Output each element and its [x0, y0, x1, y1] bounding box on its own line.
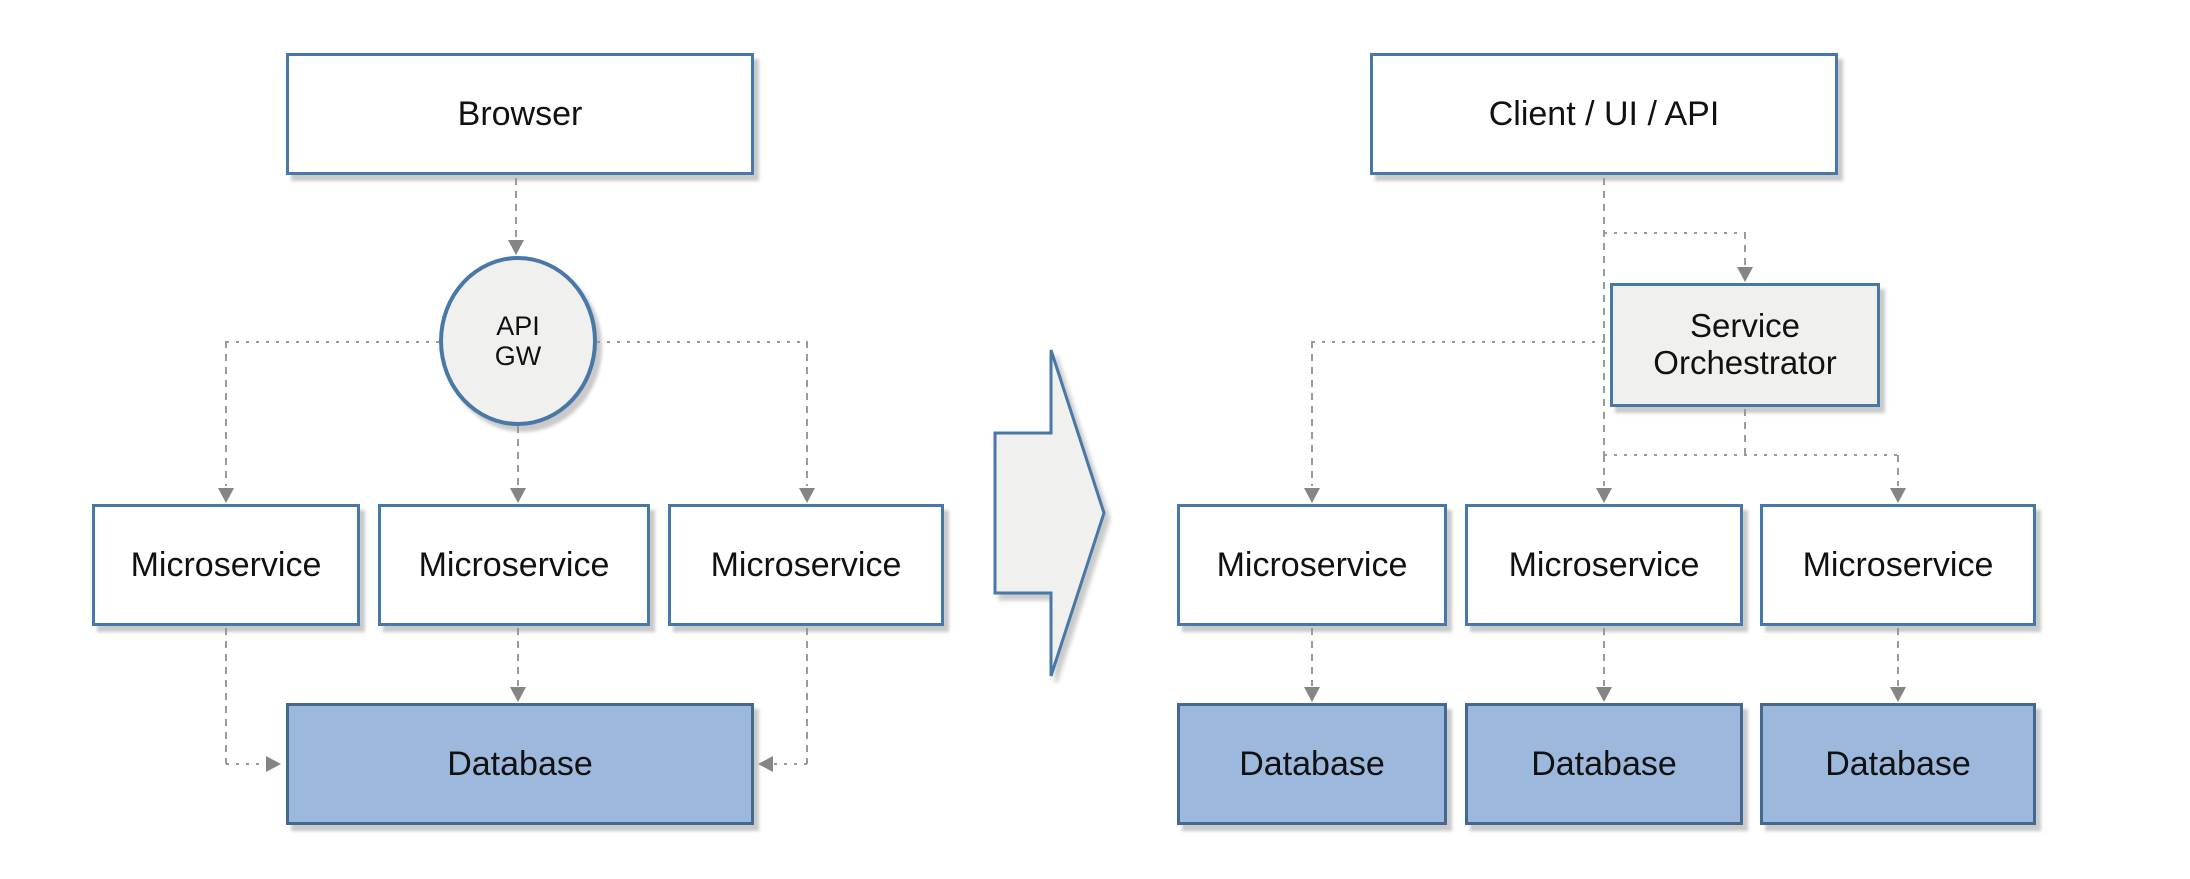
connector-ms3-to-database-elbow	[774, 763, 808, 765]
right-database-3-node: Database	[1760, 703, 2036, 825]
right-database-3-label: Database	[1825, 744, 1971, 783]
right-database-1-node: Database	[1177, 703, 1447, 825]
connector-ms2-to-database	[517, 628, 519, 686]
arrowhead-into-db1	[1304, 687, 1320, 702]
connector-client-to-orchestrator	[1604, 232, 1745, 234]
connector-client-down	[1603, 178, 1605, 455]
arrowhead-into-gateway	[508, 240, 524, 255]
connector-gateway-right-branch	[597, 341, 808, 343]
arrowhead-into-right-microservice-2	[1596, 488, 1612, 503]
service-orchestrator-node: Service Orchestrator	[1610, 283, 1880, 407]
client-label: Client / UI / API	[1488, 94, 1720, 133]
transformation-arrow	[993, 349, 1106, 677]
connector-orchestrator-bottom-branch	[1604, 454, 1898, 456]
orchestrator-line2: Orchestrator	[1653, 344, 1837, 381]
client-node: Client / UI / API	[1370, 53, 1838, 175]
right-microservice-2-label: Microservice	[1508, 545, 1700, 584]
shared-database-node: Database	[286, 703, 754, 825]
left-microservice-2-node: Microservice	[378, 504, 650, 626]
connector-ms3-to-database	[806, 628, 808, 764]
arrowhead-into-right-microservice-1	[1304, 488, 1320, 503]
right-database-2-node: Database	[1465, 703, 1743, 825]
right-database-1-label: Database	[1239, 744, 1385, 783]
arrowhead-into-microservice-1	[218, 488, 234, 503]
connector-to-microservice-3	[806, 341, 808, 486]
left-microservice-1-label: Microservice	[130, 545, 322, 584]
arrowhead-into-database-right	[758, 756, 773, 772]
arrowhead-into-right-microservice-3	[1890, 488, 1906, 503]
connector-ms1-to-database	[225, 628, 227, 764]
api-gateway-node: API GW	[439, 256, 597, 426]
arrowhead-into-microservice-3	[799, 488, 815, 503]
arrowhead-into-microservice-2	[510, 488, 526, 503]
api-gateway-line1: API	[496, 310, 540, 341]
connector-gateway-left-branch	[226, 341, 439, 343]
connector-rms1-to-db1	[1311, 628, 1313, 686]
connector-into-orchestrator	[1744, 232, 1746, 268]
transformation-arrow-shape	[993, 349, 1106, 677]
connector-ms1-to-database-elbow	[226, 763, 266, 765]
connector-rms2-to-db2	[1603, 628, 1605, 686]
right-microservice-2-node: Microservice	[1465, 504, 1743, 626]
arrowhead-into-orchestrator	[1737, 267, 1753, 282]
connector-browser-to-gateway	[515, 178, 517, 238]
arrowhead-into-database-top	[510, 687, 526, 702]
connector-orchestrator-left-branch	[1312, 341, 1608, 343]
right-microservice-1-node: Microservice	[1177, 504, 1447, 626]
connector-to-microservice-2	[517, 426, 519, 486]
connector-orchestrator-down	[1744, 409, 1746, 455]
connector-rms3-to-db3	[1897, 628, 1899, 686]
connector-to-microservice-1	[225, 341, 227, 486]
api-gateway-line2: GW	[494, 341, 542, 371]
right-microservice-3-node: Microservice	[1760, 504, 2036, 626]
connector-to-right-microservice-2	[1603, 455, 1605, 486]
api-gateway-label: API GW	[495, 311, 542, 371]
connector-to-right-microservice-3	[1897, 455, 1899, 486]
orchestrator-line1: Service	[1689, 307, 1801, 345]
arrowhead-into-database-left	[266, 756, 281, 772]
service-orchestrator-label: Service Orchestrator	[1653, 307, 1837, 382]
browser-label: Browser	[457, 94, 583, 133]
left-microservice-3-node: Microservice	[668, 504, 944, 626]
left-microservice-1-node: Microservice	[92, 504, 360, 626]
browser-node: Browser	[286, 53, 754, 175]
left-microservice-2-label: Microservice	[418, 545, 610, 584]
right-microservice-3-label: Microservice	[1802, 545, 1994, 584]
arrowhead-into-db3	[1890, 687, 1906, 702]
right-database-2-label: Database	[1531, 744, 1677, 783]
shared-database-label: Database	[447, 744, 593, 783]
right-microservice-1-label: Microservice	[1216, 545, 1408, 584]
arrowhead-into-db2	[1596, 687, 1612, 702]
connector-to-right-microservice-1	[1311, 341, 1313, 486]
left-microservice-3-label: Microservice	[710, 545, 902, 584]
